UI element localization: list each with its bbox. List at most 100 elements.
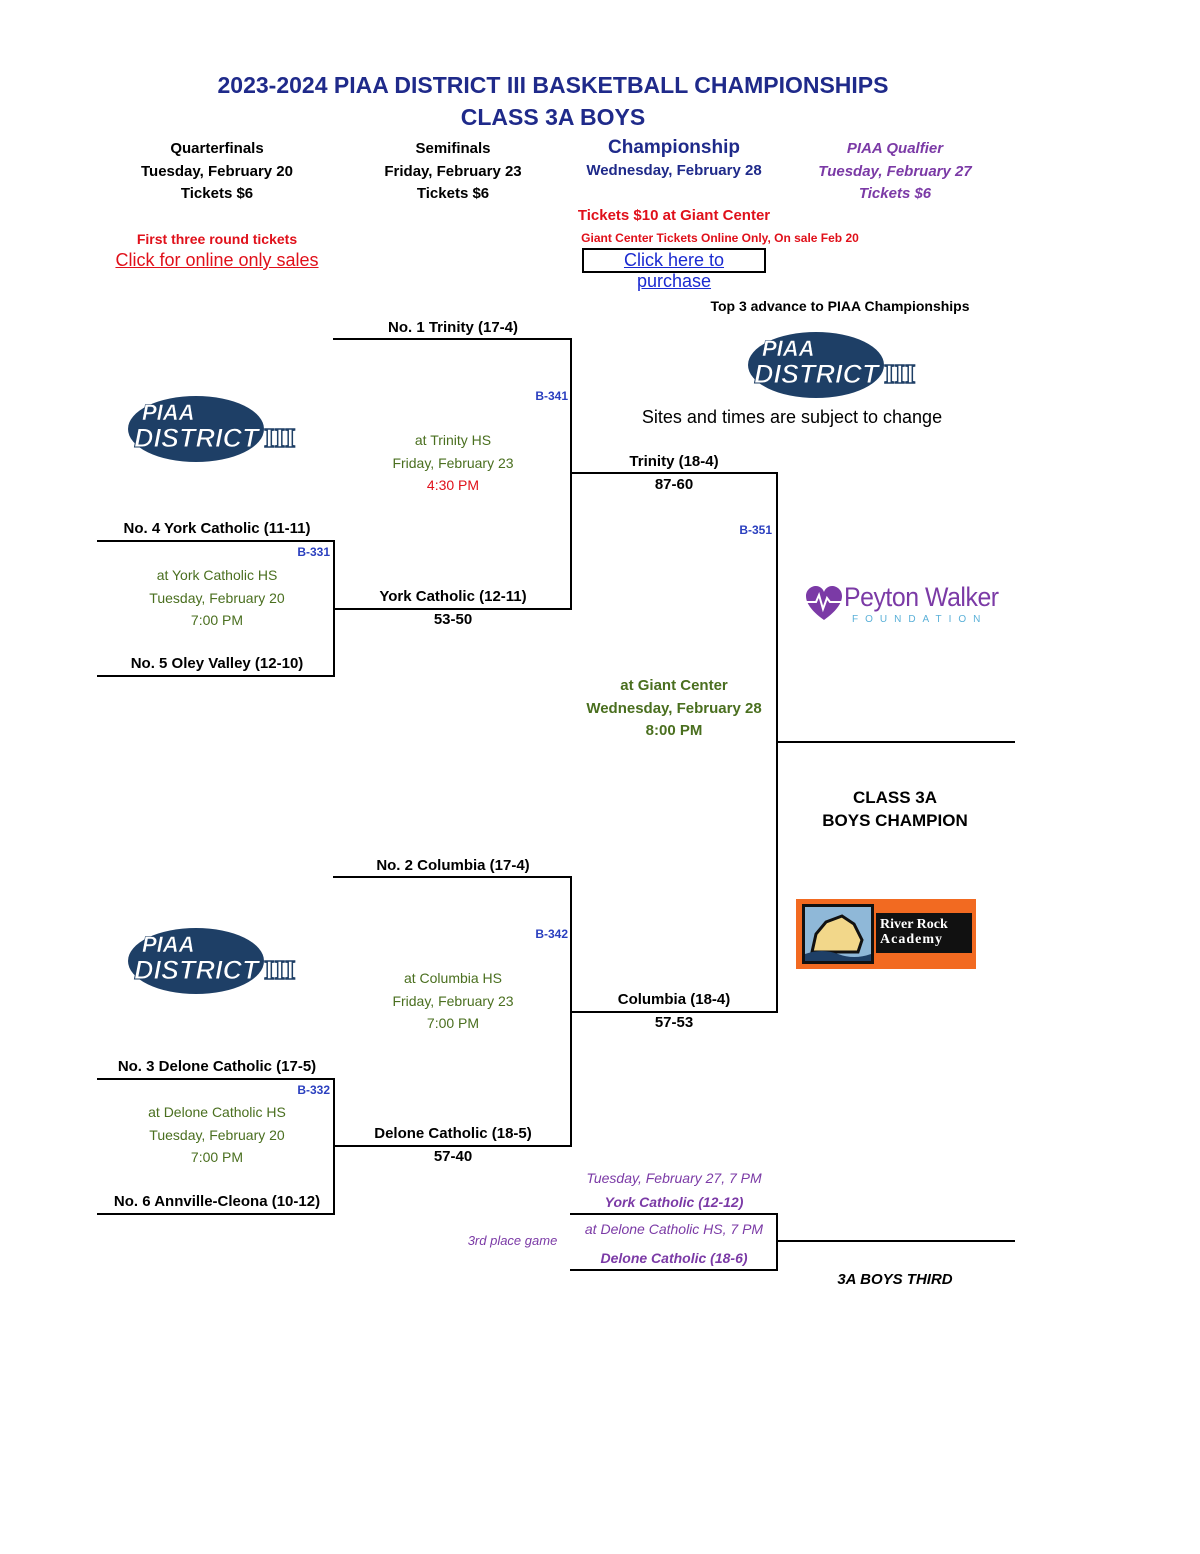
score: 57-53 [654,1014,694,1031]
team-name: No. 1 Trinity (17-4) [387,319,519,336]
third-place-site: at Delone Catholic HS, 7 PM [584,1221,764,1237]
bracket-line [333,1145,572,1147]
svg-text:PIAA: PIAA [142,932,195,957]
team-name: Delone Catholic (18-5) [374,1125,532,1142]
online-note: Giant Center Tickets Online Only, On sal… [581,231,859,245]
game-date: Tuesday, February 20 [149,589,285,606]
bracket-line [333,540,335,677]
round-name: Championship [608,137,740,158]
bracket-line [333,338,572,340]
advance-note: Top 3 advance to PIAA Championships [710,298,970,314]
peyton-walker-name: Peyton Walker [844,582,999,612]
team-name: York Catholic (12-11) [379,588,527,605]
river-rock-mark [802,904,874,964]
bracket-line [333,608,572,610]
district-logo-graphic: PIAA DISTRICT III [128,928,296,994]
page-subtitle: CLASS 3A BOYS [460,104,646,130]
score: 87-60 [654,476,694,493]
bracket-line [776,1240,1015,1242]
river-rock-line2: Academy [880,932,943,947]
peyton-walker-logo: Peyton Walker FOUNDATION [804,582,1014,630]
third-place-label: 3rd place game [467,1233,558,1248]
district-logo-graphic: PIAA DISTRICT III [128,396,296,462]
team-name: No. 5 Oley Valley (12-10) [130,655,304,672]
championship-tickets: Tickets $10 at Giant Center [577,207,771,224]
game-info: at York Catholic HS Tuesday, February 20… [97,564,337,632]
game-info: at Delone Catholic HS Tuesday, February … [97,1101,337,1169]
third-place-result-label: 3A BOYS THIRD [837,1271,953,1288]
team-name: York Catholic (12-12) [604,1194,744,1210]
game-code: B-342 [535,927,568,941]
game-time: 8:00 PM [645,722,703,739]
round-date: Friday, February 23 [384,162,522,180]
district-logo: PIAA DISTRICT III [128,926,304,1001]
game-time: 7:00 PM [190,1149,244,1165]
round-name: PIAA Qualfier [846,140,944,157]
svg-text:DISTRICT: DISTRICT [134,423,261,453]
bracket-line [97,1078,335,1080]
game-code: B-331 [297,545,330,559]
river-rock-logo: River Rock Academy [796,899,976,969]
game-time: 4:30 PM [426,477,480,493]
score: 53-50 [433,611,473,628]
purchase-link[interactable]: Click here to purchase [582,248,766,291]
svg-text:PIAA: PIAA [762,336,815,361]
champion-line: CLASS 3A [852,788,938,807]
round-tickets: Tickets $6 [416,185,490,202]
game-site: at Delone Catholic HS [148,1104,286,1120]
district-logo: PIAA DISTRICT III [128,394,304,469]
game-site: at Trinity HS [414,432,492,448]
bracket-line [97,1213,335,1215]
game-date: Wednesday, February 28 [586,699,762,717]
game-code: B-351 [739,523,772,537]
bracket-line [570,472,778,474]
round-tickets: Tickets $6 [180,185,254,202]
game-time: 7:00 PM [190,612,244,628]
river-rock-line1: River Rock [880,917,948,932]
svg-text:III: III [264,955,296,985]
champion-line: BOYS CHAMPION [822,811,968,830]
svg-text:PIAA: PIAA [142,400,195,425]
game-site: at York Catholic HS [156,567,278,583]
svg-text:DISTRICT: DISTRICT [134,955,261,985]
rock-icon [805,907,871,961]
district-logo: PIAA DISTRICT III [748,330,924,405]
first-round-tickets: First three round tickets [136,231,298,247]
bracket-line [570,1213,778,1215]
game-code: B-332 [297,1083,330,1097]
svg-text:DISTRICT: DISTRICT [754,359,881,389]
team-name: Trinity (18-4) [629,453,719,470]
game-info: at Columbia HS Friday, February 23 7:00 … [333,967,573,1035]
game-time: 7:00 PM [426,1015,480,1031]
heart-icon [806,586,842,620]
round-name: Semifinals [415,140,491,157]
bracket-line [570,876,572,1147]
svg-text:III: III [884,359,916,389]
bracket-line [97,675,335,677]
bracket-line [570,1269,778,1271]
bracket-line [776,1213,778,1271]
game-info: at Giant Center Wednesday, February 28 8… [554,675,794,743]
game-date: Friday, February 23 [392,454,514,471]
bracket-line [776,741,1015,743]
game-info: at Trinity HS Friday, February 23 4:30 P… [333,429,573,497]
game-code: B-341 [535,389,568,403]
peyton-walker-sub: FOUNDATION [852,614,988,625]
score: 57-40 [433,1148,473,1165]
round-name: Quarterfinals [170,140,264,157]
river-rock-text-box: River Rock Academy [876,913,972,953]
page-title: 2023-2024 PIAA DISTRICT III BASKETBALL C… [217,72,889,98]
svg-text:III: III [264,423,296,453]
bracket-line [97,540,335,542]
round-date: Wednesday, February 28 [586,162,762,179]
online-sales-link[interactable]: Click for online only sales [115,250,319,270]
sites-note: Sites and times are subject to change [641,407,943,427]
team-name: Columbia (18-4) [617,991,731,1008]
header-semifinals: Semifinals Friday, February 23 Tickets $… [333,138,573,206]
third-place-datetime: Tuesday, February 27, 7 PM [586,1170,762,1186]
game-date: Friday, February 23 [392,992,514,1009]
team-name: No. 3 Delone Catholic (17-5) [117,1058,317,1075]
bracket-line [570,1011,778,1013]
game-site: at Columbia HS [403,970,503,986]
bracket-line [570,338,572,610]
